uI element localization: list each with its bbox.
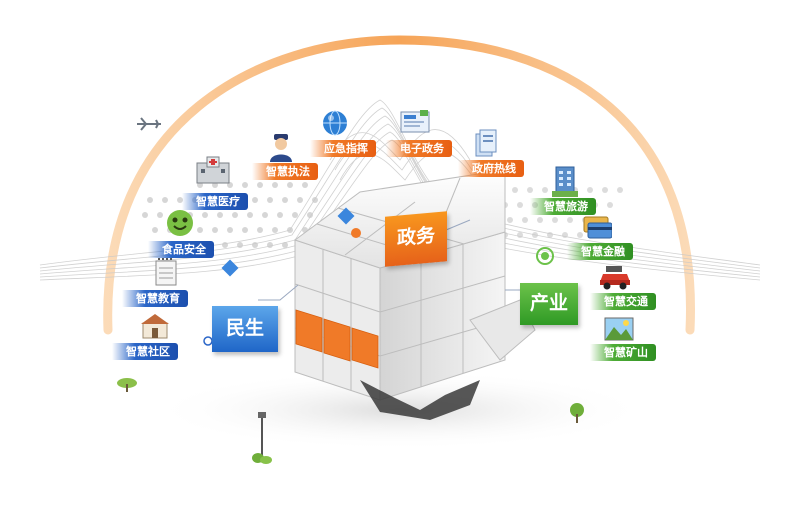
tag-smart-tourism: 智慧旅游 <box>530 198 596 215</box>
tree-icon <box>570 403 584 423</box>
orange-tiles <box>295 309 379 369</box>
tag-e-government: 电子政务 <box>386 140 452 157</box>
tree-icon <box>117 378 137 392</box>
notepad-icon <box>155 258 177 286</box>
lamp-post-icon <box>252 412 272 464</box>
tag-smart-transport: 智慧交通 <box>590 293 656 310</box>
mountain-photo-icon <box>604 317 634 341</box>
tag-smart-mining: 智慧矿山 <box>590 344 656 361</box>
bank-card-icon <box>583 216 612 239</box>
tag-emergency-command: 应急指挥 <box>310 140 376 157</box>
hospital-icon <box>196 156 230 184</box>
cube-cutout <box>360 380 480 420</box>
building-icon <box>552 166 578 197</box>
tag-smart-finance: 智慧金融 <box>567 243 633 260</box>
tag-smart-education: 智慧教育 <box>122 290 188 307</box>
globe-icon <box>323 110 347 136</box>
tag-government-hotline: 政府热线 <box>458 160 524 177</box>
connector-lines <box>258 219 520 301</box>
tag-smart-law-enforcement: 智慧执法 <box>252 163 318 180</box>
orange-arc <box>103 35 695 335</box>
decor-circles <box>203 207 554 346</box>
document-monitor-icon <box>400 110 430 133</box>
tag-smart-healthcare: 智慧医疗 <box>182 193 248 210</box>
car-icon <box>600 266 630 290</box>
airplane-icon <box>137 117 161 131</box>
category-industry: 产业 <box>520 283 578 325</box>
house-icon <box>141 314 169 339</box>
category-livelihood: 民生 <box>212 306 278 352</box>
category-government: 政务 <box>385 211 447 267</box>
cube <box>293 169 506 401</box>
tag-smart-community: 智慧社区 <box>112 343 178 360</box>
police-officer-icon <box>270 134 292 162</box>
hotline-documents-icon <box>475 129 497 157</box>
tag-food-safety: 食品安全 <box>148 241 214 258</box>
smiley-icon <box>167 210 193 236</box>
